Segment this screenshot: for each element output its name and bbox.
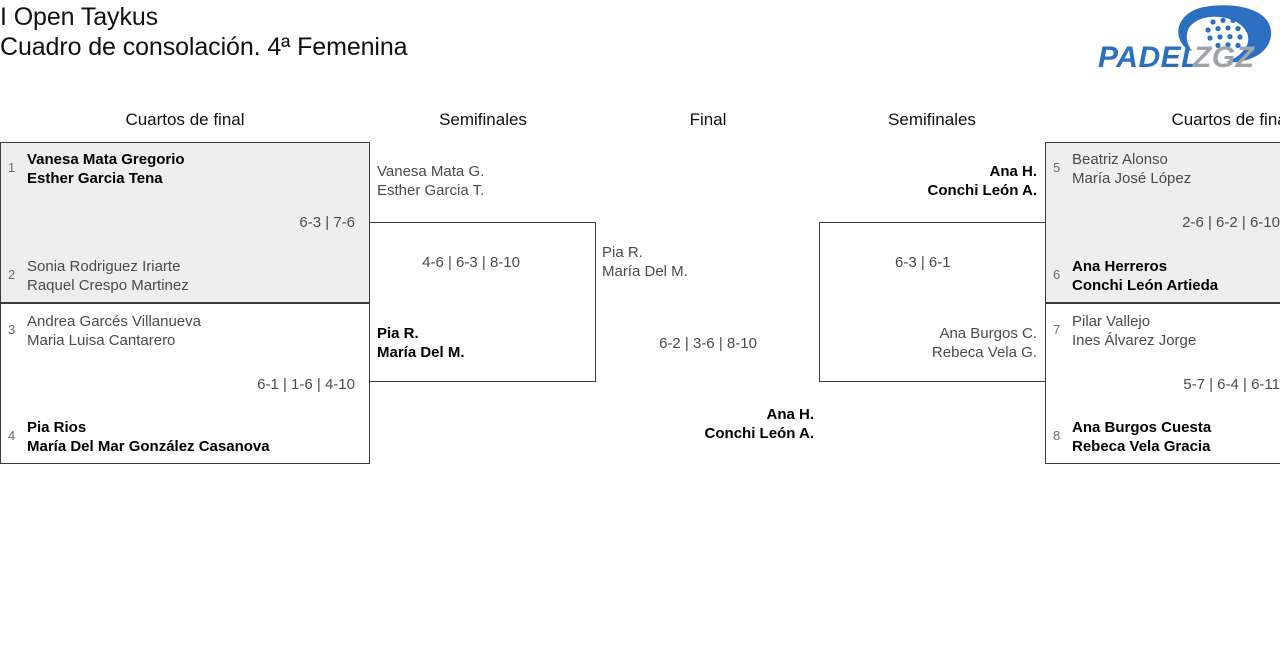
logo-word-zgz: ZGZ xyxy=(1192,41,1256,74)
player-name: María Del M. xyxy=(377,344,465,361)
round-header-semifinals-right: Semifinales xyxy=(888,110,976,129)
round-header-final: Final xyxy=(689,110,727,129)
match-score: 6-3 | 6-1 xyxy=(895,254,951,271)
match-box-qf2-right[interactable] xyxy=(1045,303,1280,464)
team-entry: Pia Rios María Del Mar González Casanova xyxy=(27,418,270,456)
seed-number: 6 xyxy=(1053,267,1061,282)
match-box-semifinal-right[interactable] xyxy=(819,222,1045,382)
player-name: Conchi León A. xyxy=(927,182,1037,199)
player-name: Pia R. xyxy=(377,325,419,342)
team-entry: Vanesa Mata G. Esther Garcia T. xyxy=(377,162,484,200)
player-name: Maria Luisa Cantarero xyxy=(27,332,176,349)
match-score: 5-7 | 6-4 | 6-11 xyxy=(1183,376,1280,393)
team-entry: Beatriz Alonso María José López xyxy=(1072,150,1191,188)
seed-number: 4 xyxy=(8,428,16,443)
player-name: Pia R. xyxy=(602,244,643,261)
player-name: Beatriz Alonso xyxy=(1072,151,1168,168)
player-name: Ana H. xyxy=(989,163,1037,180)
match-score: 4-6 | 6-3 | 8-10 xyxy=(422,254,520,271)
round-header-quarterfinals-right: Cuartos de final xyxy=(1171,110,1280,129)
player-name: María José López xyxy=(1072,170,1192,187)
match-box-qf2-left[interactable] xyxy=(0,303,370,464)
player-name: Vanesa Mata G. xyxy=(377,163,485,180)
match-score-final: 6-2 | 3-6 | 8-10 xyxy=(659,335,757,352)
seed-number: 3 xyxy=(8,322,16,337)
match-box-semifinal-left[interactable] xyxy=(370,222,596,382)
player-name: Ana H. xyxy=(766,406,814,423)
player-name: Conchi León Artieda xyxy=(1072,277,1219,294)
player-name: Pilar Vallejo xyxy=(1072,313,1151,330)
seed-number: 8 xyxy=(1053,428,1061,443)
seed-number: 1 xyxy=(8,160,16,175)
team-entry: Ana Burgos Cuesta Rebeca Vela Gracia xyxy=(1072,418,1211,456)
round-header-semifinals-left: Semifinales xyxy=(439,110,527,129)
player-name: Pia Rios xyxy=(27,419,87,436)
page-title: I Open Taykus xyxy=(0,3,159,31)
logo-word-padel: PADEL xyxy=(1098,41,1200,74)
player-name: Rebeca Vela G. xyxy=(931,344,1037,361)
page-subtitle: Cuadro de consolación. 4ª Femenina xyxy=(0,33,408,61)
player-name: Ana Burgos C. xyxy=(939,325,1037,342)
player-name: Ines Álvarez Jorge xyxy=(1072,332,1197,349)
team-entry: Sonia Rodriguez Iriarte Raquel Crespo Ma… xyxy=(27,257,189,295)
title-block: I Open Taykus Cuadro de consolación. 4ª … xyxy=(0,2,820,62)
page-header: I Open Taykus Cuadro de consolación. 4ª … xyxy=(0,0,1280,100)
team-entry: Andrea Garcés Villanueva Maria Luisa Can… xyxy=(27,312,201,350)
player-name: Esther Garcia T. xyxy=(377,182,485,199)
player-name: Ana Burgos Cuesta xyxy=(1072,419,1212,436)
racket-dots-icon xyxy=(1205,17,1251,49)
player-name: Rebeca Vela Gracia xyxy=(1072,438,1211,455)
seed-number: 7 xyxy=(1053,322,1061,337)
match-score: 6-3 | 7-6 xyxy=(299,214,355,231)
team-entry: Ana H. Conchi León A. xyxy=(830,162,1037,200)
padelzgz-logo: PADEL ZGZ xyxy=(1092,2,1278,74)
team-entry: Vanesa Mata Gregorio Esther Garcia Tena xyxy=(27,150,185,188)
player-name: Conchi León A. xyxy=(704,425,814,442)
team-entry: Pilar Vallejo Ines Álvarez Jorge xyxy=(1072,312,1196,350)
player-name: María Del M. xyxy=(602,263,688,280)
team-entry-final-left: Pia R. María Del M. xyxy=(602,243,688,281)
match-score: 2-6 | 6-2 | 6-10 xyxy=(1182,214,1280,231)
player-name: Raquel Crespo Martinez xyxy=(27,277,189,294)
team-entry: Pia R. María Del M. xyxy=(377,324,465,362)
player-name: Esther Garcia Tena xyxy=(27,170,163,187)
match-score: 6-1 | 1-6 | 4-10 xyxy=(257,376,355,393)
match-box-qf1-right[interactable] xyxy=(1045,142,1280,303)
team-entry-final-right: Ana H. Conchi León A. xyxy=(600,405,814,443)
seed-number: 5 xyxy=(1053,160,1061,175)
player-name: Vanesa Mata Gregorio xyxy=(27,151,185,168)
racket-swoosh-icon xyxy=(1178,5,1272,63)
match-box-qf1-left[interactable] xyxy=(0,142,370,303)
player-name: Ana Herreros xyxy=(1072,258,1168,275)
team-entry: Ana Herreros Conchi León Artieda xyxy=(1072,257,1218,295)
round-header-quarterfinals-left: Cuartos de final xyxy=(125,110,245,129)
team-entry: Ana Burgos C. Rebeca Vela G. xyxy=(830,324,1037,362)
player-name: Andrea Garcés Villanueva xyxy=(27,313,201,330)
seed-number: 2 xyxy=(8,267,16,282)
player-name: María Del Mar González Casanova xyxy=(27,438,270,455)
player-name: Sonia Rodriguez Iriarte xyxy=(27,258,181,275)
